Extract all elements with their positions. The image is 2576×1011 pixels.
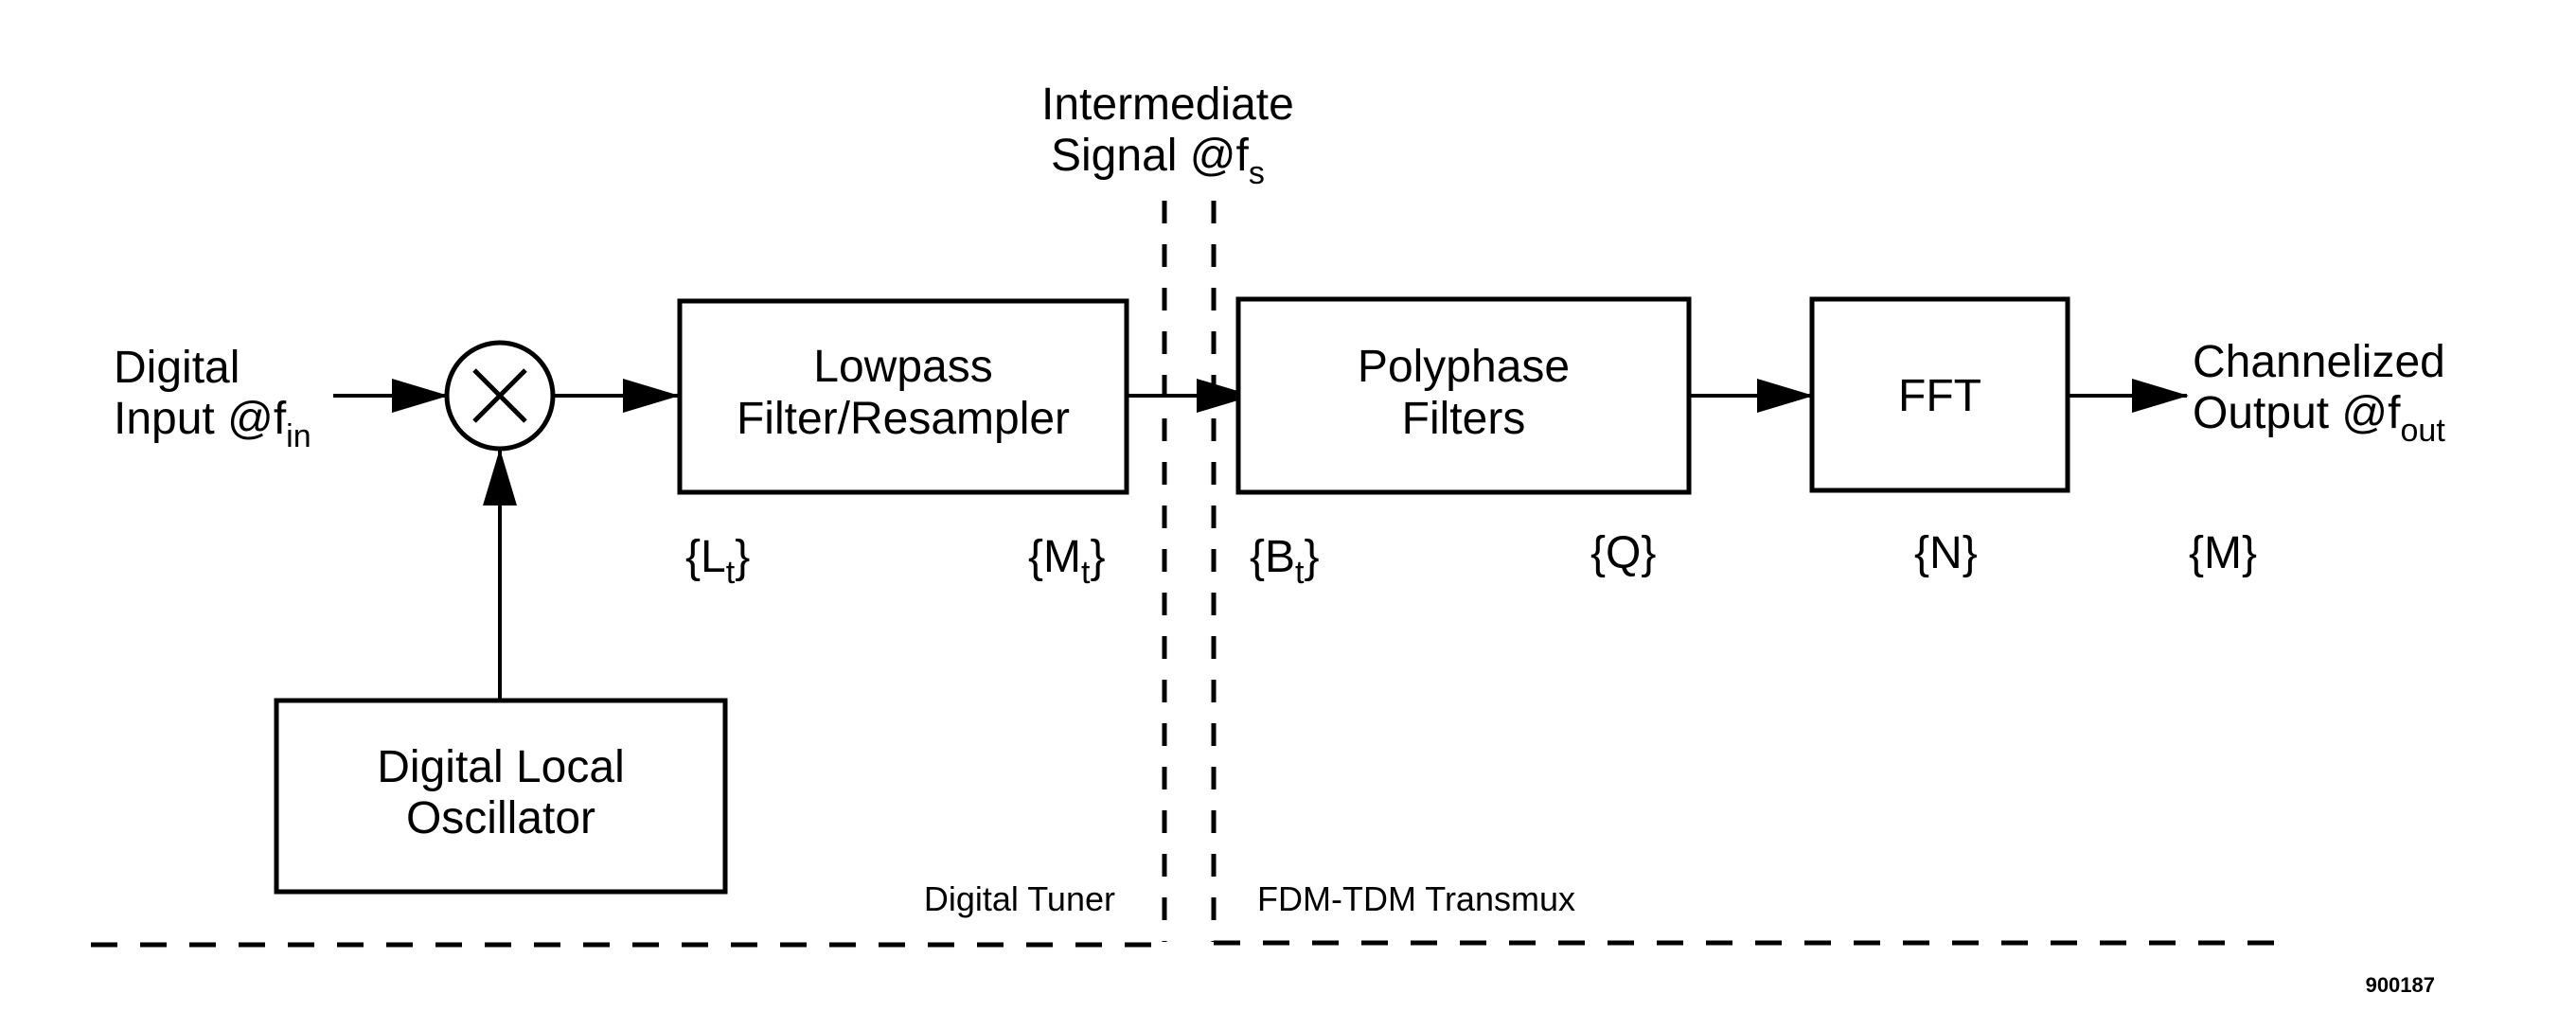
local-oscillator-label-line1: Digital Local bbox=[377, 742, 624, 792]
lowpass-filter-label-line1: Lowpass bbox=[813, 342, 992, 392]
param-N: {N} bbox=[1914, 528, 1978, 578]
local-oscillator-block: Digital Local Oscillator bbox=[274, 698, 728, 895]
fft-block: FFT bbox=[1809, 296, 2070, 493]
fft-box bbox=[1809, 296, 2070, 493]
polyphase-filters-block: Polyphase Filters bbox=[1235, 296, 1692, 495]
param-M: {M} bbox=[2189, 528, 2257, 578]
input-label: Digital Input @fin bbox=[114, 343, 311, 454]
lowpass-filter-label-line2: Filter/Resampler bbox=[737, 394, 1070, 444]
local-oscillator-box bbox=[274, 698, 728, 895]
fft-label: FFT bbox=[1898, 371, 1981, 421]
intermediate-label-line1: Intermediate bbox=[1041, 80, 1294, 130]
intermediate-signal-label: Intermediate Signal @fs bbox=[1041, 80, 1294, 191]
intermediate-label-line2: Signal @fs bbox=[1051, 131, 1265, 191]
param-Mt: {Mt} bbox=[1028, 532, 1106, 591]
param-Q: {Q} bbox=[1590, 528, 1656, 578]
input-label-line1: Digital bbox=[114, 343, 240, 393]
param-Bt: {Bt} bbox=[1250, 532, 1320, 591]
region-label-digital-tuner: Digital Tuner bbox=[924, 879, 1115, 918]
region-label-transmux: FDM-TDM Transmux bbox=[1257, 879, 1575, 918]
param-Lt: {Lt} bbox=[685, 532, 750, 591]
lowpass-filter-block: Lowpass Filter/Resampler bbox=[677, 298, 1129, 495]
figure-id: 900187 bbox=[2366, 973, 2435, 997]
lowpass-filter-box bbox=[677, 298, 1129, 495]
polyphase-filters-label-line2: Filters bbox=[1402, 394, 1526, 444]
mixer-cross-b bbox=[472, 368, 527, 423]
mixer bbox=[444, 340, 556, 452]
polyphase-filters-box bbox=[1235, 296, 1692, 495]
input-label-line2: Input @fin bbox=[114, 394, 311, 454]
output-label-line2: Output @fout bbox=[2193, 388, 2445, 449]
local-oscillator-label-line2: Oscillator bbox=[406, 793, 595, 843]
polyphase-filters-label-line1: Polyphase bbox=[1358, 342, 1570, 392]
output-label-line1: Channelized bbox=[2193, 337, 2445, 387]
output-label: Channelized Output @fout bbox=[2193, 337, 2445, 449]
